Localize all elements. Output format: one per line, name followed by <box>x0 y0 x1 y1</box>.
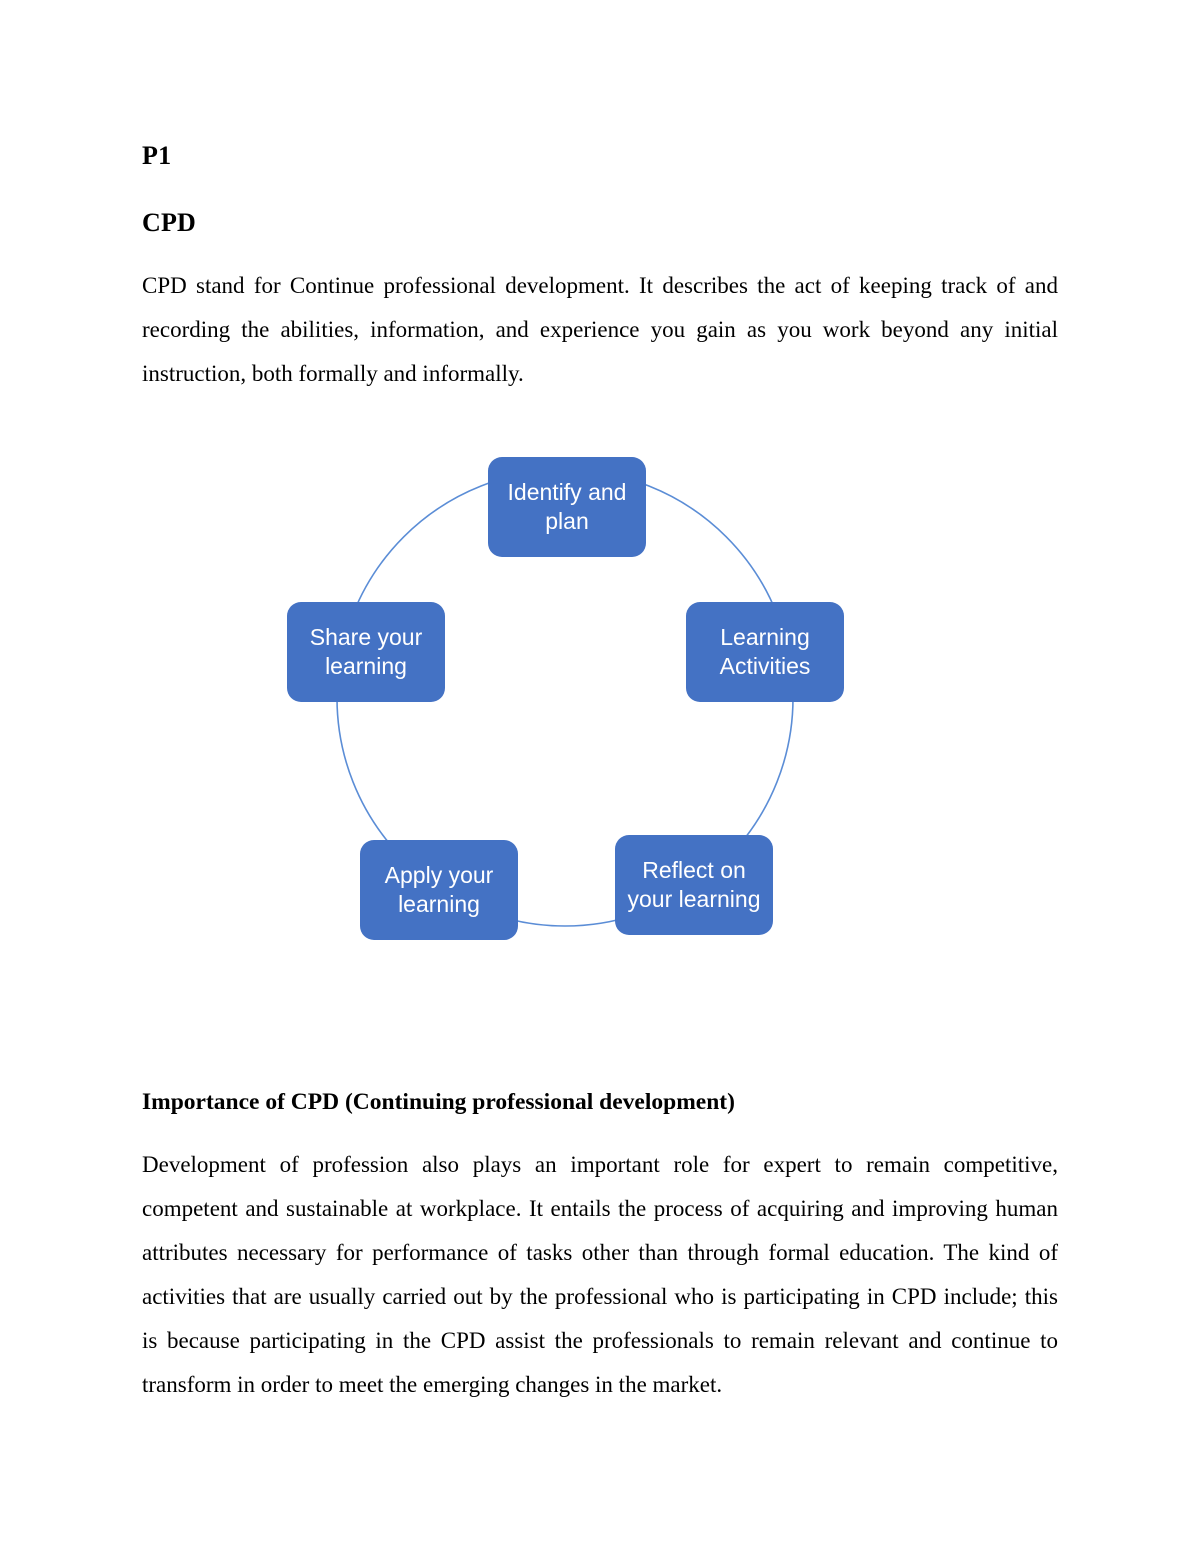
importance-heading: Importance of CPD (Continuing profession… <box>142 1089 735 1115</box>
importance-section: Importance of CPD (Continuing profession… <box>142 1088 1058 1430</box>
document-content: P1 CPD CPD stand for Continue profession… <box>142 0 1058 419</box>
cycle-node-label: Share your learning <box>309 624 423 679</box>
cycle-node-identify-and-plan[interactable]: Identify and plan <box>488 457 646 557</box>
intro-paragraph: CPD stand for Continue professional deve… <box>142 273 1058 387</box>
cycle-node-label: Learning Activities <box>719 624 811 679</box>
cycle-node-label: Reflect on your learning <box>627 857 761 912</box>
cycle-node-label: Apply your learning <box>384 862 494 917</box>
cpd-heading: CPD <box>142 208 197 238</box>
importance-paragraph: Development of profession also plays an … <box>142 1152 1058 1398</box>
cpd-cycle-diagram: Identify and plan Learning Activities Re… <box>270 440 860 960</box>
cycle-node-label: Identify and plan <box>507 479 627 534</box>
page-title: P1 <box>142 141 172 170</box>
cycle-node-learning-activities[interactable]: Learning Activities <box>686 602 844 702</box>
cycle-node-apply-your-learning[interactable]: Apply your learning <box>360 840 518 940</box>
cycle-node-reflect-on-your-learning[interactable]: Reflect on your learning <box>615 835 773 935</box>
cycle-node-share-your-learning[interactable]: Share your learning <box>287 602 445 702</box>
